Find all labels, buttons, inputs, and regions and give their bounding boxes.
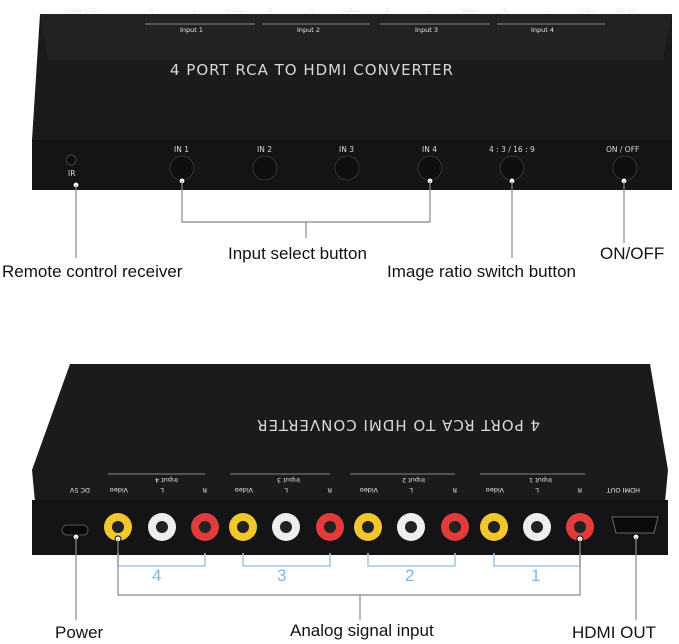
remote-receiver-callout: Remote control receiver [2,262,183,281]
group-number-4: 4 [152,566,162,585]
port-label-l: L [409,486,413,494]
port-label-r: R [452,486,457,494]
top-l-label: L [311,7,315,15]
port-label-video: Video [360,486,378,494]
top-video-label: Video [342,7,360,15]
top-r-label: R [385,7,390,15]
top-input2-label: Input 2 [297,26,320,34]
top-l-label: L [193,7,197,15]
bottom-hdmi-out-label: HDMI OUT [607,486,640,494]
in2-button[interactable] [252,155,278,181]
port-label-video: Video [110,486,128,494]
port-label-l: L [535,486,539,494]
btn-ratio-label: 4 : 3 / 16 : 9 [489,145,535,154]
top-video-label: Video [225,7,243,15]
rca-jacks [104,513,594,541]
bottom-input3-label: Input 3 [277,476,300,484]
analog-input-callout: Analog signal input [290,621,434,640]
group-number-2: 2 [405,566,415,585]
port-label-l: L [284,486,288,494]
bottom-input2-label: Input 2 [402,476,425,484]
top-l-label: L [428,7,432,15]
top-hdmi-out-label: HDMI OUT [64,7,97,15]
top-device-title: 4 PORT RCA TO HDMI CONVERTER [170,61,454,79]
top-video-label: Video [578,7,596,15]
bottom-input1-label: Input 1 [529,476,552,484]
group-number-1: 1 [531,566,541,585]
port-label-video: Video [235,486,253,494]
port-label-video: Video [486,486,504,494]
power-callout: Power [55,623,104,642]
top-l-label: L [546,7,550,15]
top-input1-label: Input 1 [180,26,203,34]
onoff-callout: ON/OFF [600,244,665,263]
top-r-label: R [149,7,154,15]
btn-in2-label: IN 2 [257,145,272,154]
btn-in1-label: IN 1 [174,145,189,154]
hdmi-port [611,516,659,534]
top-input3-label: Input 3 [415,26,438,34]
top-video-label: Video [461,7,479,15]
ir-label: IR [68,169,75,178]
port-label-r: R [577,486,582,494]
top-r-label: R [503,7,508,15]
ratio-switch-callout: Image ratio switch button [387,262,576,281]
btn-onoff-label: ON / OFF [606,145,639,154]
top-dc-label: DC 5V [616,7,637,15]
hdmi-out-callout: HDMI OUT [572,623,657,642]
top-input4-label: Input 4 [531,26,554,34]
port-label-r: R [327,486,332,494]
group-number-3: 3 [277,566,287,585]
port-label-r: R [202,486,207,494]
bottom-device-title: 4 PORT RCA TO HDMI CONVERTER [256,416,540,434]
port-label-l: L [160,486,164,494]
ir-receiver-icon [65,154,77,166]
top-r-label: R [268,7,273,15]
bottom-input4-label: Input 4 [155,476,178,484]
input-select-callout: Input select button [228,244,367,263]
in3-button[interactable] [334,155,360,181]
btn-in3-label: IN 3 [339,145,354,154]
bottom-dc-label: DC 5V [69,486,90,494]
btn-in4-label: IN 4 [422,145,437,154]
